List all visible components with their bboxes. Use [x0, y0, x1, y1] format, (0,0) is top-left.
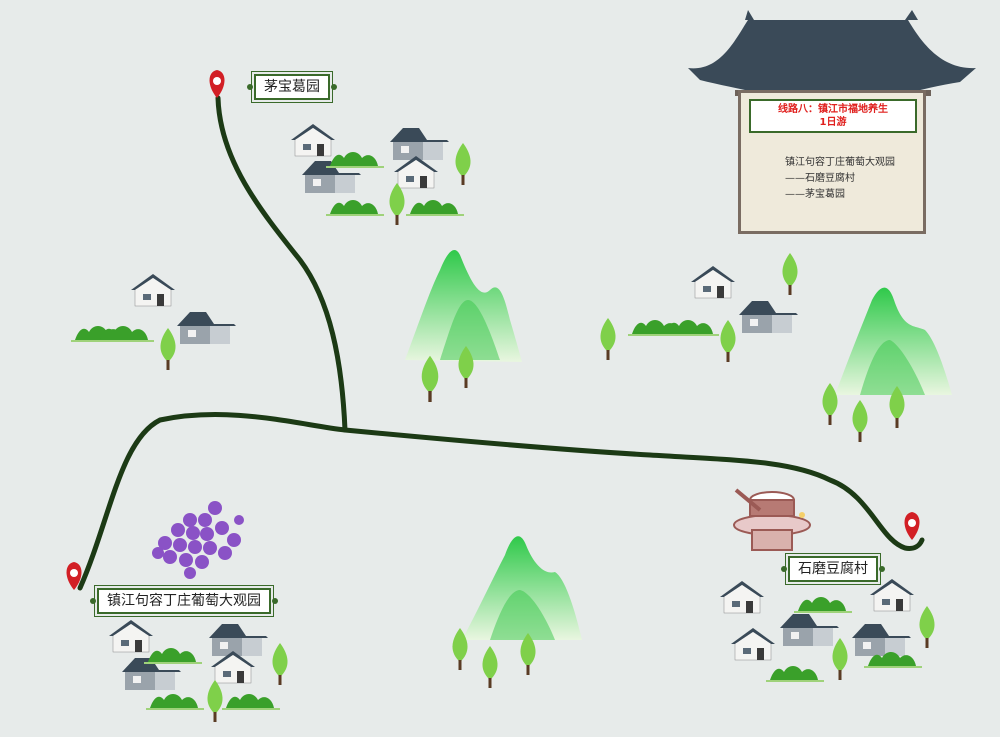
label-maobao[interactable]: 茅宝葛园 [247, 71, 337, 103]
village-right [600, 253, 798, 362]
pavilion-roof-icon [688, 10, 976, 96]
mountain-icon [462, 536, 582, 640]
bush-icon [96, 326, 154, 342]
tree-icon [207, 680, 223, 722]
board-title-line: 线路八：镇江市福地养生 [778, 104, 888, 115]
tree-icon [160, 328, 176, 370]
house-icon [739, 301, 798, 333]
village-tofu [719, 578, 935, 682]
mountain-icon [405, 250, 522, 362]
house-icon [130, 273, 176, 307]
house-icon [730, 627, 776, 661]
board-title-line: 1日游 [819, 117, 847, 128]
route-path-main [77, 412, 925, 591]
board-route-line: ——石磨豆腐村 [785, 173, 855, 184]
tree-icon [919, 606, 935, 648]
bush-icon [146, 694, 204, 710]
house-icon [108, 619, 154, 653]
tree-icon [389, 183, 405, 225]
bush-icon [766, 666, 824, 682]
board-route-line: 镇江句容丁庄葡萄大观园 [785, 157, 895, 168]
tree-icon [455, 143, 471, 185]
village-grape [108, 619, 288, 722]
bush-icon [326, 152, 384, 168]
stone-mill-icon [733, 488, 811, 551]
house-icon [290, 123, 336, 157]
tree-icon [832, 638, 848, 680]
village-maobao [290, 123, 471, 225]
bush-icon [794, 597, 852, 613]
board-route-list: 镇江句容丁庄葡萄大观园 ——石磨豆腐村 ——茅宝葛园 [785, 155, 895, 203]
label-tofu-village[interactable]: 石磨豆腐村 [781, 553, 885, 585]
house-icon [869, 578, 915, 612]
house-icon [390, 128, 449, 160]
label-grape-garden[interactable]: 镇江句容丁庄葡萄大观园 [90, 585, 278, 617]
tree-icon [272, 643, 288, 685]
bush-icon [326, 200, 384, 216]
route-path-to-maobao [215, 95, 348, 433]
info-board: 线路八：镇江市福地养生 1日游 镇江句容丁庄葡萄大观园 ——石磨豆腐村 ——茅宝… [738, 90, 926, 234]
house-icon [852, 624, 911, 656]
village-left [71, 273, 236, 370]
map-pin-icon[interactable] [209, 70, 225, 98]
mountain-icon [835, 287, 952, 395]
house-icon [690, 265, 736, 299]
grape-icon [152, 501, 244, 579]
board-title: 线路八：镇江市福地养生 1日游 [749, 99, 917, 133]
house-icon [780, 614, 839, 646]
tree-icon [720, 320, 736, 362]
bush-icon [406, 200, 464, 216]
house-icon [393, 155, 439, 189]
house-icon [177, 312, 236, 344]
bush-icon [222, 694, 280, 710]
map-pin-icon[interactable] [904, 512, 920, 540]
bush-icon [661, 320, 719, 336]
tree-icon [782, 253, 798, 295]
house-icon [209, 624, 268, 656]
board-route-line: ——茅宝葛园 [785, 189, 845, 200]
bush-icon [144, 648, 202, 664]
house-icon [719, 580, 765, 614]
tree-icon [600, 318, 616, 360]
